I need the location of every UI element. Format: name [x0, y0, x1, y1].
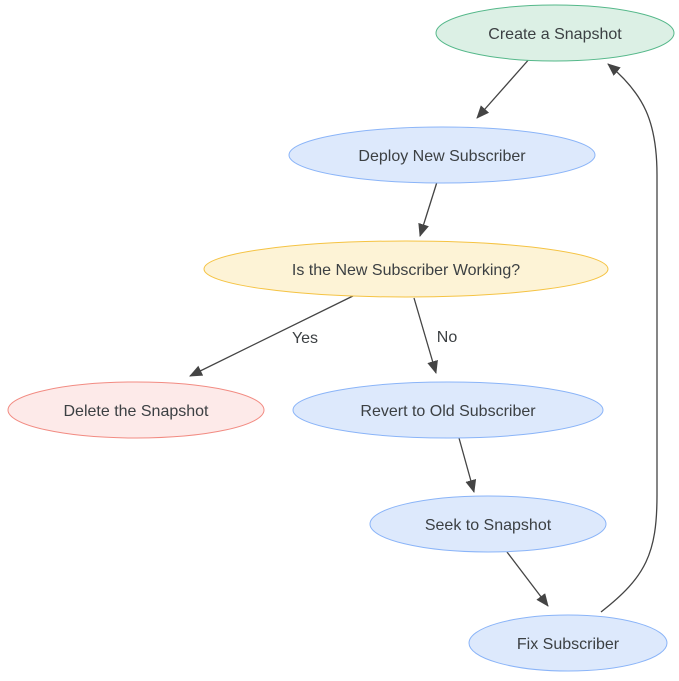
node-fix-subscriber-label: Fix Subscriber	[517, 636, 620, 653]
node-fix-subscriber-shape	[468, 614, 668, 672]
node-fix-subscriber: Fix Subscriber	[468, 614, 668, 672]
edge-fix-to-create-return	[600, 63, 658, 613]
node-deploy-new-subscriber-label: Deploy New Subscriber	[358, 148, 526, 165]
node-create-snapshot-label: Create a Snapshot	[488, 26, 622, 43]
node-is-subscriber-working: Is the New Subscriber Working?	[203, 240, 609, 298]
edge-create-to-deploy	[476, 56, 532, 119]
edge-working-to-revert-no	[413, 297, 438, 374]
node-is-subscriber-working-label: Is the New Subscriber Working?	[292, 262, 520, 279]
node-is-subscriber-working-shape	[203, 240, 609, 298]
node-revert-old-subscriber-label: Revert to Old Subscriber	[360, 403, 536, 420]
node-delete-snapshot-shape	[7, 381, 265, 439]
node-delete-snapshot-label: Delete the Snapshot	[64, 403, 210, 420]
node-revert-old-subscriber-shape	[292, 381, 604, 439]
edge-seek-to-fix	[506, 551, 549, 607]
node-revert-old-subscriber: Revert to Old Subscriber	[292, 381, 604, 439]
node-deploy-new-subscriber-shape	[288, 126, 596, 184]
node-seek-to-snapshot: Seek to Snapshot	[369, 495, 607, 553]
edge-deploy-to-working	[418, 181, 438, 237]
edge-revert-to-seek	[458, 437, 477, 493]
edge-working-to-delete-yes	[189, 293, 358, 377]
node-seek-to-snapshot-label: Seek to Snapshot	[425, 517, 552, 534]
node-delete-snapshot: Delete the Snapshot	[7, 381, 265, 439]
edge-label-no: No	[437, 329, 458, 346]
node-deploy-new-subscriber: Deploy New Subscriber	[288, 126, 596, 184]
node-create-snapshot: Create a Snapshot	[435, 4, 675, 62]
edge-label-yes: Yes	[292, 330, 318, 347]
edges: Yes No	[189, 56, 658, 613]
node-create-snapshot-shape	[435, 4, 675, 62]
node-seek-to-snapshot-shape	[369, 495, 607, 553]
